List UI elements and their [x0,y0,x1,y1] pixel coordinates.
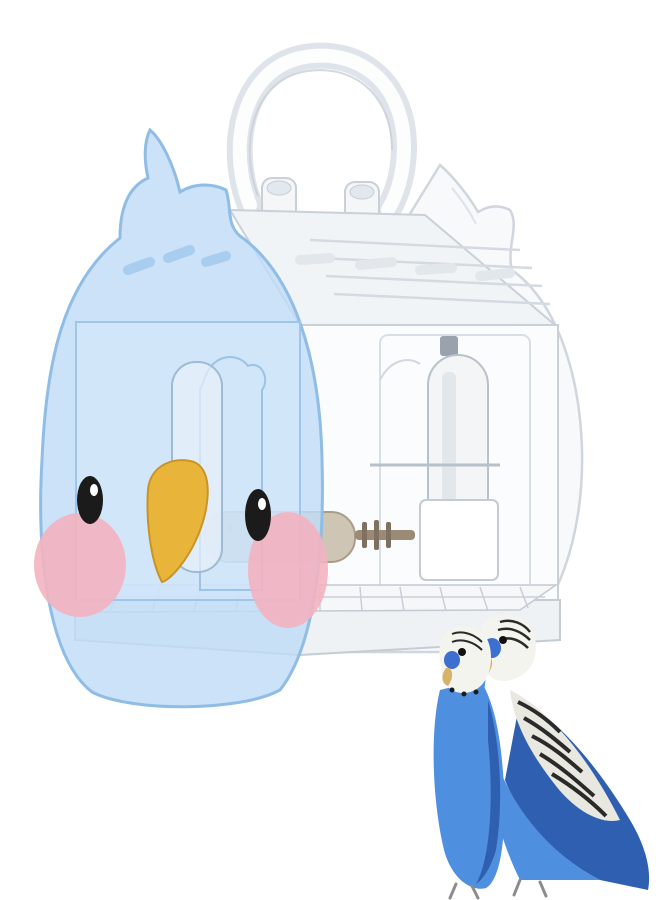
budgie-right [479,614,650,898]
water-feeder [370,336,500,581]
right-cheek [248,512,328,628]
right-eye [245,489,271,541]
budgie-left [433,625,505,900]
cage-roof [228,208,558,326]
front-blue-bird-panel [34,127,328,709]
left-eye [77,476,103,524]
beak [146,459,209,584]
left-cheek [34,513,126,617]
